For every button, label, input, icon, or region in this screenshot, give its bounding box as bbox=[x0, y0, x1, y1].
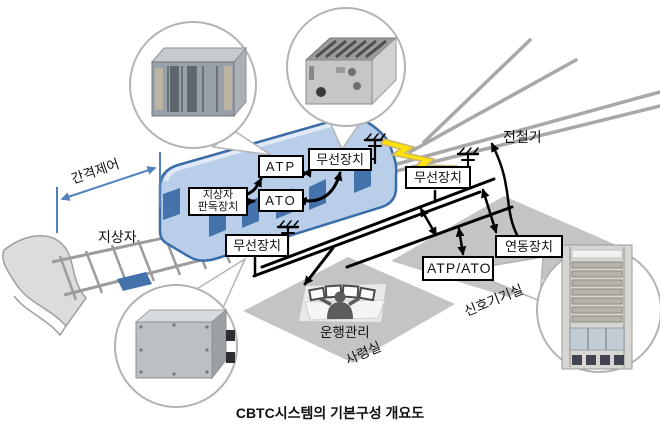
balise-reader-line2: 판독장치 bbox=[197, 200, 239, 213]
operator-silhouette bbox=[319, 291, 360, 319]
switch-machine-label: 전철기 bbox=[503, 129, 542, 145]
comm-bus-lines bbox=[252, 142, 520, 286]
operator-console bbox=[304, 284, 386, 321]
onboard-radio-box: 무선장치 bbox=[308, 148, 372, 171]
interval-control-dimension bbox=[56, 152, 161, 233]
bus-link-arrow bbox=[419, 207, 438, 237]
wayside-radio-right-box: 무선장치 bbox=[405, 166, 471, 189]
wayside-radio-photo bbox=[134, 308, 235, 380]
balise-label: 지상자 bbox=[98, 229, 137, 245]
bus-link-arrow bbox=[455, 227, 467, 256]
console-monitor bbox=[308, 286, 326, 302]
callout-onboard-radio bbox=[286, 7, 406, 151]
antennas bbox=[276, 133, 480, 259]
bus-to-console-arrow bbox=[303, 246, 335, 286]
card-cage-photo bbox=[150, 46, 248, 118]
wayside-radio-left-box: 무선장치 bbox=[225, 234, 289, 257]
balise-reader-line1: 지상자 bbox=[202, 189, 234, 201]
operation-management-label: 운행관리 bbox=[320, 325, 370, 340]
switch-machine-arrow bbox=[490, 142, 520, 239]
radio-box-photo bbox=[304, 36, 398, 106]
atp-ato-rack-box: ATP/ATO bbox=[422, 256, 494, 281]
console-monitor bbox=[341, 284, 360, 299]
tunnel-wall-shape bbox=[2, 234, 87, 337]
train-antenna bbox=[362, 133, 387, 165]
callout-equipment-rack bbox=[488, 244, 660, 373]
diverging-tracks bbox=[382, 38, 660, 176]
ato-box: ATO bbox=[258, 189, 304, 212]
atp-box: ATP bbox=[258, 155, 304, 178]
balise-reader-box: 지상자 판독장치 bbox=[188, 187, 248, 216]
console-monitor bbox=[358, 286, 376, 302]
callout-wayside-radio bbox=[114, 257, 247, 408]
rack-photo bbox=[561, 244, 633, 370]
balise-marker bbox=[117, 272, 152, 291]
front-window bbox=[163, 188, 180, 220]
callout-onboard-computer bbox=[129, 21, 272, 156]
interlocking-box: 연동장치 bbox=[495, 235, 563, 258]
diagram-caption: CBTC시스템의 기본구성 개요도 bbox=[235, 405, 425, 421]
bus-link-arrow bbox=[480, 188, 499, 234]
